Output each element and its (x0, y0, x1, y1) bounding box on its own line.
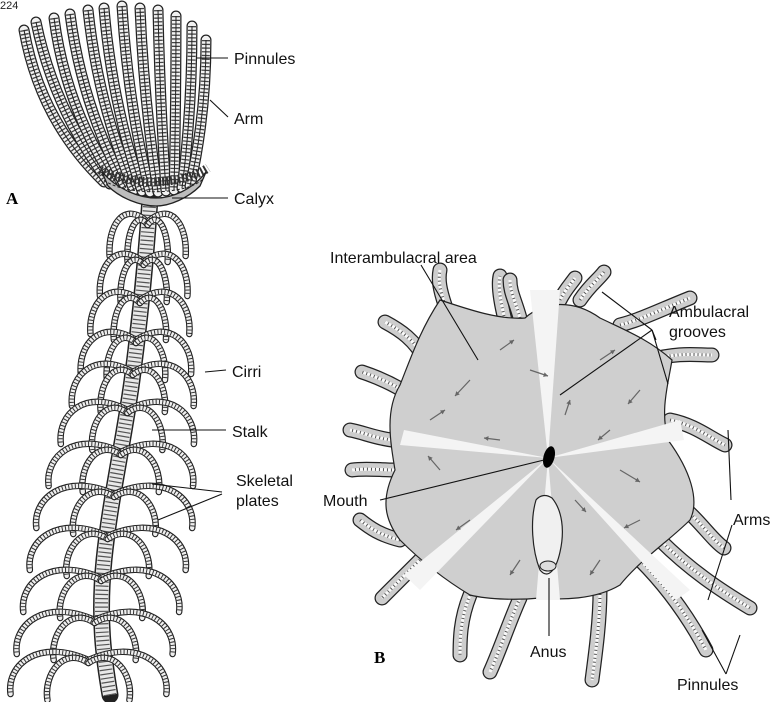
label-ambulacral-grooves-line1: Ambulacral (669, 304, 749, 321)
panel-label-b: B (374, 648, 385, 667)
label-arm: Arm (234, 111, 263, 128)
label-cirri: Cirri (232, 364, 261, 381)
crinoid-illustration-a: A Pinnules Arm Calyx Cirri Stalk Skeleta… (6, 6, 295, 700)
label-ambulacral-grooves-line2: grooves (669, 324, 726, 341)
label-pinnules-a: Pinnules (234, 51, 295, 68)
label-arms: Arms (733, 512, 770, 529)
label-pinnules-b: Pinnules (677, 677, 738, 694)
label-mouth: Mouth (323, 493, 367, 510)
oral-view-illustration-b: B Interambulacral area Ambulacral groove… (323, 250, 770, 694)
label-stalk: Stalk (232, 424, 269, 441)
label-skeletal-plates-line2: plates (236, 493, 279, 510)
label-calyx: Calyx (234, 191, 274, 208)
crown-arms-drawing (24, 6, 208, 192)
label-anus: Anus (530, 644, 566, 661)
panel-label-a: A (6, 189, 19, 208)
label-interambulacral-area: Interambulacral area (330, 250, 477, 267)
page-number: 224 (0, 0, 18, 12)
label-skeletal-plates-line1: Skeletal (236, 473, 293, 490)
